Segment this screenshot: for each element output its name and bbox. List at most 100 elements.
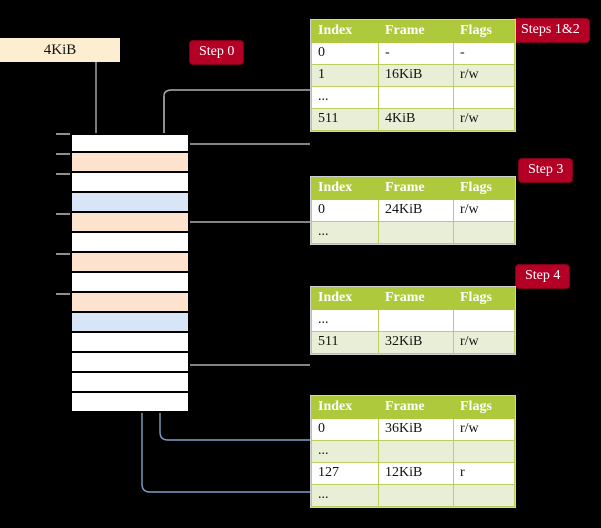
table-cell-flags: r/w bbox=[453, 418, 515, 441]
table-cell-frame: 36KiB bbox=[378, 418, 454, 441]
memory-frame-row bbox=[70, 233, 190, 253]
badge-steps-1-2: Steps 1&2 bbox=[512, 19, 589, 42]
memory-frame-row bbox=[70, 353, 190, 373]
physical-memory-column bbox=[70, 133, 190, 414]
virtual-address-box: 4KiB bbox=[0, 38, 120, 62]
badge-step-0: Step 0 bbox=[190, 41, 244, 64]
memory-frame-row bbox=[70, 153, 190, 173]
table-cell-index: 511 bbox=[311, 331, 379, 354]
memory-frame-row bbox=[70, 173, 190, 193]
table-row: ... bbox=[311, 86, 515, 109]
table-row: 0-- bbox=[311, 42, 515, 65]
table-cell-frame bbox=[378, 309, 454, 332]
table-row: ... bbox=[311, 309, 515, 332]
table-cell-flags: - bbox=[453, 42, 515, 65]
memory-frame-row bbox=[70, 213, 190, 233]
column-header-frame: Frame bbox=[378, 177, 454, 200]
table-cell-flags: r/w bbox=[453, 199, 515, 222]
column-header-frame: Frame bbox=[378, 20, 454, 43]
badge-step-4-label: Step 4 bbox=[516, 265, 570, 288]
table-cell-flags bbox=[453, 440, 515, 463]
table-cell-index: ... bbox=[311, 221, 379, 244]
memory-frame-row bbox=[70, 313, 190, 333]
table-cell-index: ... bbox=[311, 484, 379, 507]
table-cell-index: 0 bbox=[311, 418, 379, 441]
memory-frame-row bbox=[70, 373, 190, 393]
memory-frame-row bbox=[70, 253, 190, 273]
column-header-index: Index bbox=[311, 177, 379, 200]
table-cell-flags: r/w bbox=[453, 64, 515, 87]
table-cell-frame bbox=[378, 221, 454, 244]
memory-tick bbox=[56, 133, 70, 135]
column-header-index: Index bbox=[311, 20, 379, 43]
column-header-index: Index bbox=[311, 287, 379, 310]
table-cell-flags bbox=[453, 484, 515, 507]
column-header-index: Index bbox=[311, 396, 379, 419]
table-cell-index: ... bbox=[311, 309, 379, 332]
memory-tick bbox=[56, 213, 70, 215]
column-header-flags: Flags bbox=[453, 287, 515, 310]
badge-step-0-label: Step 0 bbox=[190, 41, 244, 64]
table-row: ... bbox=[311, 221, 515, 244]
memory-frame-row bbox=[70, 333, 190, 353]
memory-frame-row bbox=[70, 193, 190, 213]
table-cell-index: 127 bbox=[311, 462, 379, 485]
table-cell-frame: 12KiB bbox=[378, 462, 454, 485]
table-cell-flags bbox=[453, 221, 515, 244]
table-cell-frame bbox=[378, 86, 454, 109]
virtual-address-label: 4KiB bbox=[43, 41, 77, 58]
wire-step4 bbox=[177, 281, 310, 366]
memory-frame-row bbox=[70, 293, 190, 313]
badge-step-4: Step 4 bbox=[516, 265, 570, 288]
memory-tick bbox=[56, 173, 70, 175]
table-cell-index: ... bbox=[311, 440, 379, 463]
memory-tick bbox=[56, 293, 70, 295]
table-cell-index: 1 bbox=[311, 64, 379, 87]
badge-step-3-label: Step 3 bbox=[519, 159, 573, 182]
table-cell-flags: r/w bbox=[453, 331, 515, 354]
table-cell-frame: 4KiB bbox=[378, 108, 454, 131]
column-header-flags: Flags bbox=[453, 396, 515, 419]
table-cell-flags: r/w bbox=[453, 108, 515, 131]
memory-frame-row bbox=[70, 273, 190, 293]
table-cell-frame: 32KiB bbox=[378, 331, 454, 354]
table-cell-flags bbox=[453, 86, 515, 109]
badge-step-3: Step 3 bbox=[519, 159, 573, 182]
column-header-frame: Frame bbox=[378, 287, 454, 310]
column-header-flags: Flags bbox=[453, 20, 515, 43]
table-cell-index: 511 bbox=[311, 108, 379, 131]
table-cell-frame bbox=[378, 440, 454, 463]
table-cell-index: 0 bbox=[311, 199, 379, 222]
table-cell-index: 0 bbox=[311, 42, 379, 65]
table-cell-flags bbox=[453, 309, 515, 332]
table-cell-frame: - bbox=[378, 42, 454, 65]
table-row: ... bbox=[311, 484, 515, 507]
memory-tick bbox=[56, 253, 70, 255]
table-row: ... bbox=[311, 440, 515, 463]
table-cell-frame: 16KiB bbox=[378, 64, 454, 87]
table-cell-frame: 24KiB bbox=[378, 199, 454, 222]
memory-frame-row bbox=[70, 133, 190, 153]
table-cell-index: ... bbox=[311, 86, 379, 109]
badge-steps-1-2-label: Steps 1&2 bbox=[512, 19, 589, 42]
memory-tick bbox=[56, 153, 70, 155]
memory-frame-row bbox=[70, 393, 190, 413]
table-cell-flags: r bbox=[453, 462, 515, 485]
